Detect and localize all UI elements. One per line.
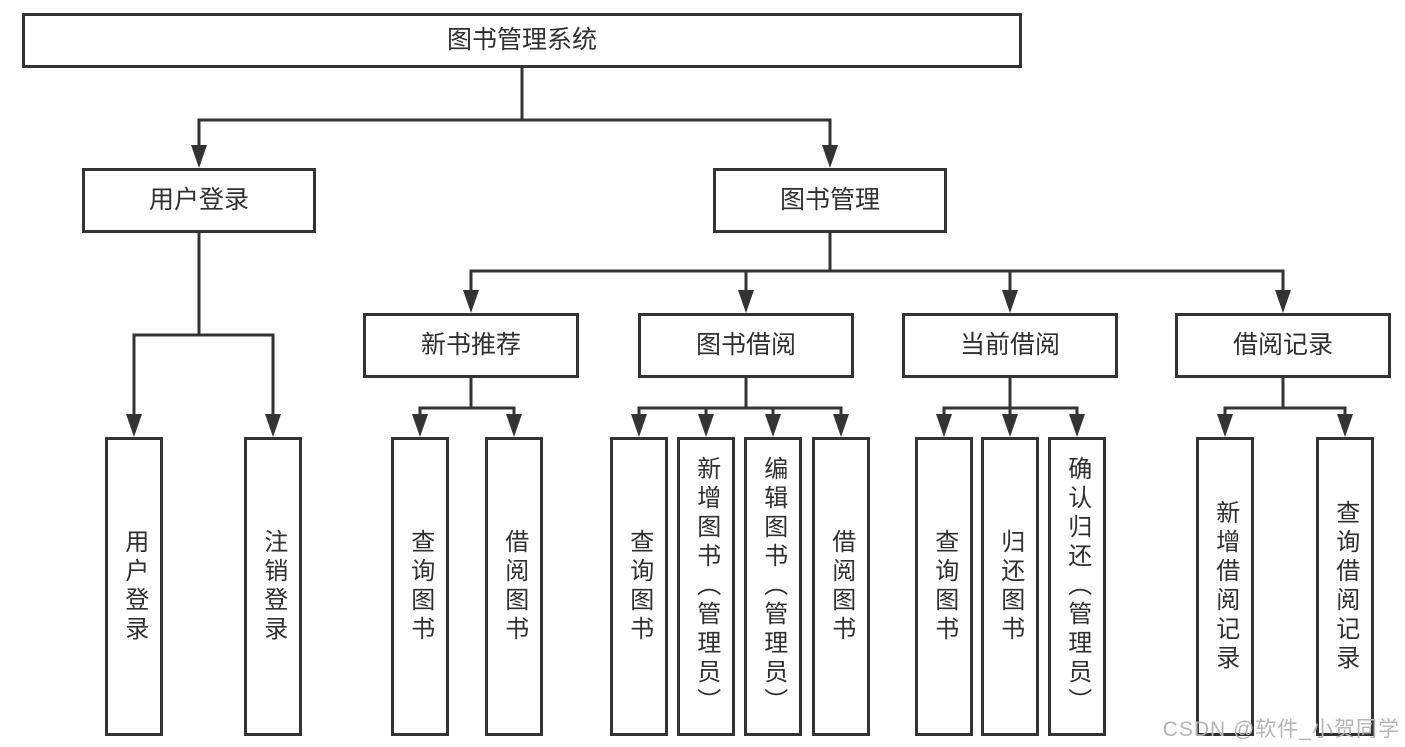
leaf-borrow-books-2: 借阅图书: [812, 437, 870, 736]
connector-line-group: [132, 68, 1347, 419]
csdn-watermark: CSDN @软件_小贺同学: [1162, 718, 1400, 741]
node-borrowing-records: 借阅记录: [1175, 313, 1391, 378]
node-library-system: 图书管理系统: [22, 13, 1022, 68]
leaf-query-borrow-record: 查询借阅记录: [1316, 437, 1374, 736]
leaf-logout: 注销登录: [244, 437, 302, 736]
leaf-confirm-return-admin: 确认归还（管理员）: [1048, 437, 1106, 736]
leaf-query-books-3: 查询图书: [915, 437, 973, 736]
leaf-query-books-1: 查询图书: [391, 437, 449, 736]
leaf-query-books-2: 查询图书: [610, 437, 668, 736]
node-new-book-recommend: 新书推荐: [363, 313, 579, 378]
node-current-borrowing: 当前借阅: [902, 313, 1118, 378]
leaf-edit-books-admin: 编辑图书（管理员）: [744, 437, 802, 736]
leaf-return-books: 归还图书: [981, 437, 1039, 736]
leaf-add-borrow-record: 新增借阅记录: [1196, 437, 1254, 736]
arrowhead-group: [126, 145, 1353, 437]
node-book-borrowing: 图书借阅: [638, 313, 854, 378]
node-book-management: 图书管理: [713, 168, 947, 233]
leaf-user-login: 用户登录: [105, 437, 163, 736]
leaf-add-books-admin: 新增图书（管理员）: [677, 437, 735, 736]
leaf-borrow-books-1: 借阅图书: [485, 437, 543, 736]
node-user-login: 用户登录: [82, 168, 316, 233]
